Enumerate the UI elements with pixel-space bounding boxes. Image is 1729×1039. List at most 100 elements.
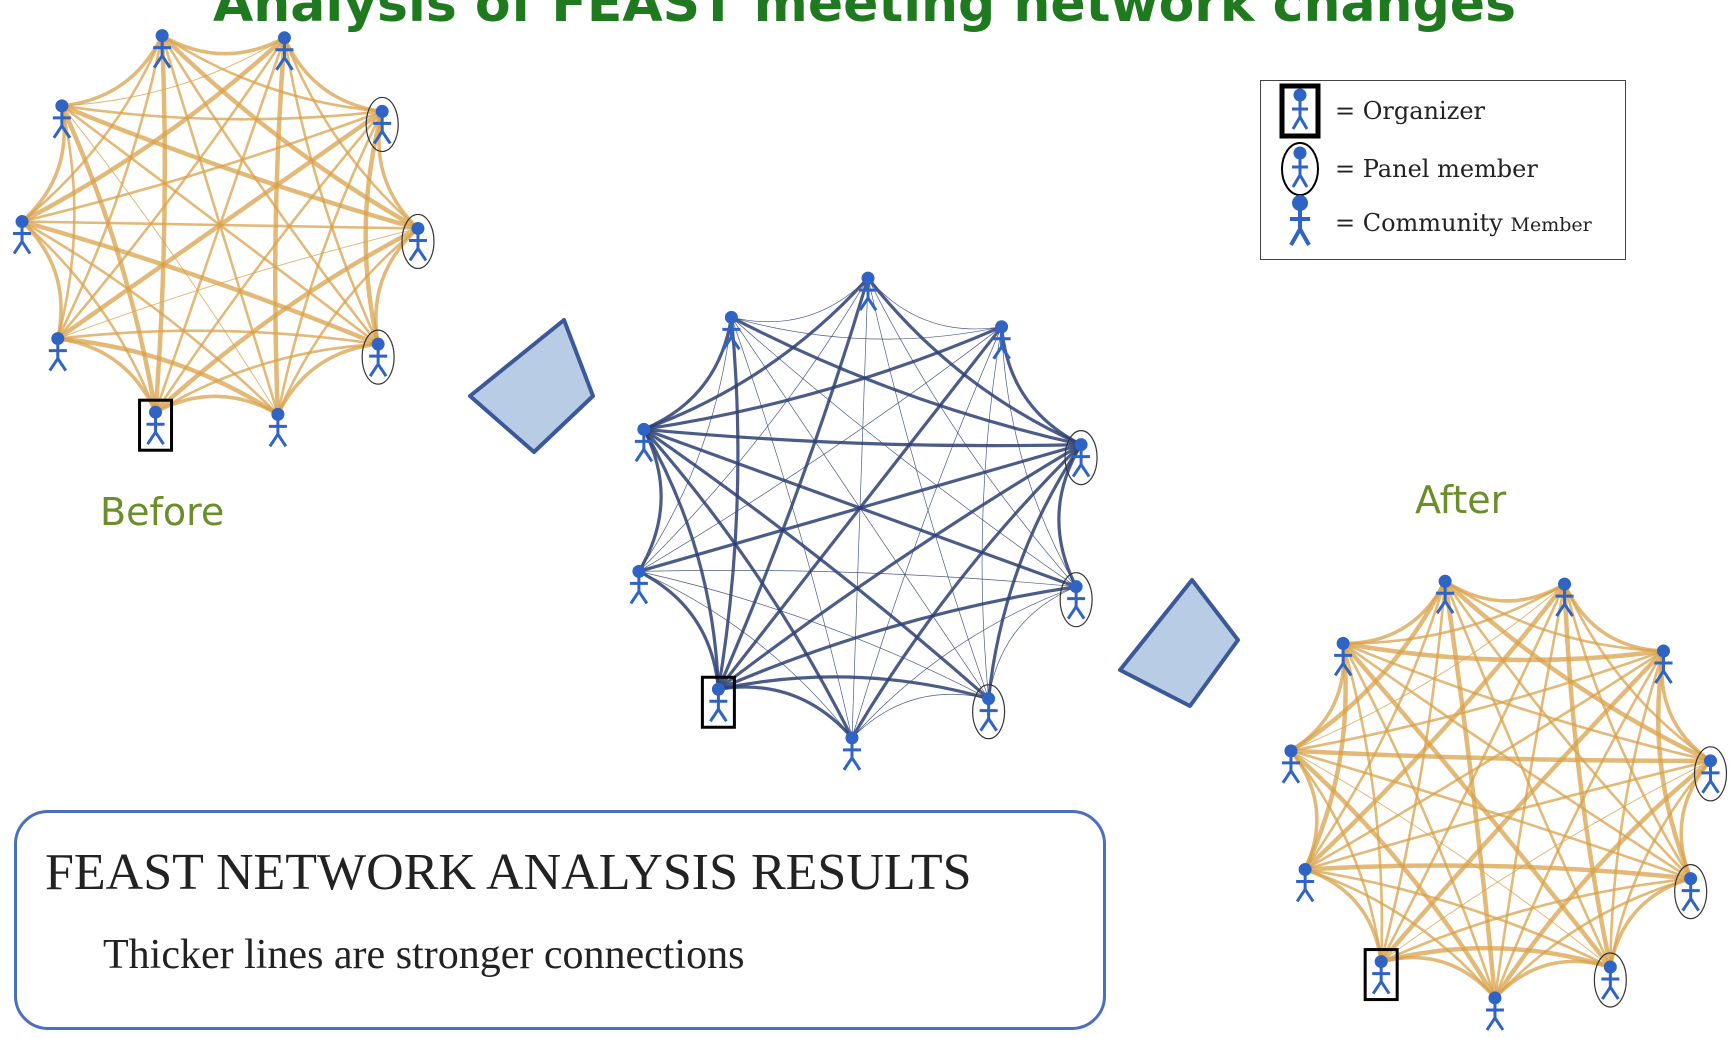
community-member-icon: [1289, 195, 1311, 246]
connection-edge: [1342, 641, 1664, 663]
person-icon: [992, 320, 1011, 360]
connection-edge: [643, 317, 733, 431]
after-label: After: [1415, 478, 1507, 522]
connection-edge: [1289, 749, 1497, 1000]
connection-edge: [1343, 582, 1566, 645]
connection-edge: [56, 35, 164, 340]
results-box: FEAST NETWORK ANALYSIS RESULTS Thicker l…: [14, 810, 1106, 1030]
person-icon: [268, 407, 288, 448]
connection-edge: [57, 228, 419, 340]
legend-community: = Community Member: [1261, 195, 1625, 251]
connection-edge: [1494, 877, 1692, 999]
before-network: [12, 29, 435, 452]
connection-edge: [851, 693, 989, 739]
connection-edge: [1290, 749, 1692, 880]
connection-edge: [374, 227, 420, 345]
connection-edge: [1341, 641, 1613, 969]
connection-edge: [1341, 643, 1384, 962]
connection-edge: [638, 569, 720, 690]
person-icon: [629, 564, 649, 605]
connection-edge: [637, 428, 663, 573]
edges: [1289, 579, 1712, 1000]
connection-edge: [1290, 748, 1711, 764]
panel-marker: [1059, 572, 1093, 628]
connection-edge: [1289, 749, 1383, 962]
person-icon: [1485, 991, 1505, 1031]
person-icon: [1435, 574, 1455, 615]
panel-marker: [401, 213, 435, 270]
panel-marker: [1693, 746, 1728, 802]
connection-edge: [867, 277, 1077, 587]
connection-edge: [1304, 649, 1665, 871]
connection-edge: [642, 427, 990, 700]
person-icon: [722, 310, 741, 351]
connection-edge: [161, 34, 286, 56]
connection-edge: [642, 428, 720, 690]
person-icon: [1693, 746, 1728, 802]
organizer-marker: [138, 398, 174, 452]
legend-panel-label: = Panel member: [1335, 155, 1538, 183]
connection-edge: [1493, 583, 1566, 999]
connection-edge: [1380, 877, 1691, 963]
connection-edge: [731, 317, 1077, 587]
connection-edge: [283, 37, 380, 345]
connection-edge: [638, 317, 732, 572]
person-icon: [1674, 864, 1708, 920]
connection-edge: [61, 104, 383, 121]
organizer-marker: [1363, 948, 1399, 1002]
connection-edge: [716, 317, 740, 690]
connection-edge: [20, 105, 66, 223]
person-icon: [1654, 644, 1673, 684]
person-icon: [275, 31, 294, 71]
person-icon: [365, 96, 399, 153]
connection-edge: [1380, 945, 1611, 970]
connection-edge: [642, 428, 854, 739]
legend-community-label: = Community Member: [1335, 209, 1592, 237]
connection-edge: [20, 36, 287, 224]
connection-edge: [1609, 759, 1712, 968]
connection-edge: [154, 342, 379, 414]
connection-edge: [1443, 580, 1612, 968]
before-label: Before: [100, 490, 225, 534]
connection-edge: [153, 226, 420, 414]
arrow-icon: [468, 318, 595, 454]
connection-edge: [1442, 580, 1498, 999]
connection-edge: [1289, 580, 1448, 753]
connection-edge: [730, 315, 1082, 447]
connection-edge: [731, 316, 1002, 340]
connection-edge: [21, 110, 383, 223]
panel-marker: [1674, 864, 1708, 920]
connection-edge: [638, 277, 869, 572]
connection-edge: [1000, 326, 1082, 447]
connection-edge: [850, 443, 1083, 739]
panel-member-icon: [1281, 142, 1319, 196]
connection-edge: [1380, 583, 1566, 963]
connection-edge: [21, 219, 379, 347]
connection-edge: [1341, 642, 1497, 999]
person-icon: [634, 422, 654, 463]
arrow-icon: [1118, 578, 1240, 708]
connection-edge: [20, 220, 63, 339]
connection-edge: [57, 329, 379, 346]
person-icon: [52, 99, 72, 139]
connection-edge: [988, 586, 1077, 699]
person-icon: [12, 215, 32, 255]
person-icon: [1059, 572, 1093, 628]
results-title: FEAST NETWORK ANALYSIS RESULTS: [45, 844, 972, 901]
results-subtitle: Thicker lines are stronger connections: [103, 932, 745, 978]
connection-edge: [61, 105, 279, 415]
person-icon: [842, 731, 862, 771]
diagram-title: Analysis of FEAST meeting network change…: [212, 0, 1517, 34]
panel-marker: [972, 684, 1006, 740]
connection-edge: [160, 34, 420, 231]
person-icon: [1363, 948, 1399, 1002]
connection-edge: [61, 37, 285, 107]
connection-edge: [1609, 650, 1665, 968]
connection-edge: [718, 685, 854, 739]
connection-edge: [59, 104, 158, 413]
connection-edge: [1303, 643, 1348, 871]
person-icon: [700, 675, 736, 729]
person-icon: [1593, 952, 1627, 1008]
legend-organizer: = Organizer: [1261, 83, 1625, 139]
connection-edge: [1380, 760, 1711, 963]
